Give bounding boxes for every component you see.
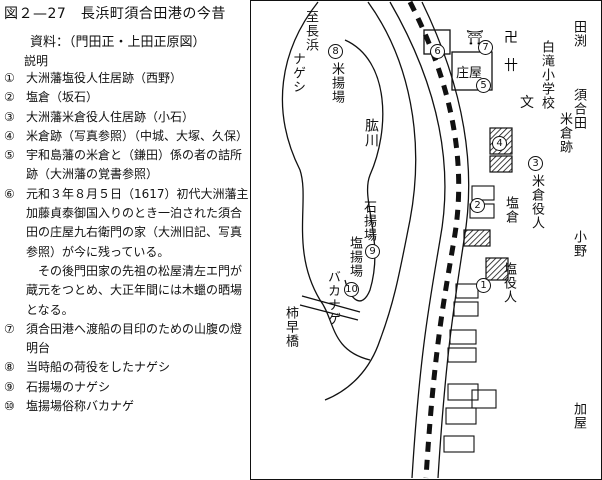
label-bridge: 柿早橋 (283, 306, 298, 348)
legend-list: ① 大洲藩塩役人住居跡（西野） ② 塩倉（坂石） ③ 大洲藩米倉役人住居跡（小石） ④… (4, 69, 250, 416)
place-tabuchi: 田渕 (571, 20, 586, 48)
label-salt-landing: 塩揚場 (347, 236, 362, 278)
legend-text: 須合田港へ渡船の目印のための山腹の燈明台 (26, 321, 243, 356)
legend-number: ① (4, 71, 15, 85)
label-rice-officials: 米倉役人 (529, 174, 544, 230)
legend-item: ④ 米倉跡（写真参照）（中城、大塚、久保） (4, 127, 250, 146)
marker-8: 8 (328, 44, 343, 59)
legend-number: ⑤ (4, 148, 15, 163)
river-west-bank (281, 1, 371, 361)
legend-number: ⑦ (4, 321, 15, 336)
marker-4: 4 (492, 136, 507, 151)
label-salt-officials: 塩役人 (501, 262, 516, 304)
legend-number: ② (4, 90, 15, 105)
legend-number: ⑩ (4, 399, 15, 414)
legend-number: ⑧ (4, 360, 15, 375)
legend-item: ⑦ 須合田港へ渡船の目印のための山腹の燈明台 (4, 320, 250, 359)
label-stone-landing: 石揚場 (361, 200, 376, 242)
legend-text: 元和３年８月５日（1617）初代大洲藩主加藤貞泰御国入りのとき一泊された須合田の… (26, 186, 249, 259)
harbor-map: ⛩ 卍 卄 (250, 0, 602, 480)
legend-number: ⑨ (4, 379, 15, 394)
explanation-header: 説明 (24, 54, 49, 68)
legend-continuation: その後門田家の先祖の松屋清左エ門が蔵元をつとめ、大正年間には木蠟の晒場となる。 (26, 263, 243, 317)
marker-6: 6 (430, 44, 445, 59)
legend-number: ⑥ (4, 186, 15, 201)
label-to-nagahama: 至長浜 (303, 10, 318, 52)
marker-7: 7 (478, 40, 493, 55)
marker-2: 2 (470, 198, 485, 213)
label-shoya: 庄屋 (456, 66, 483, 81)
marker-3: 3 (528, 156, 543, 171)
legend-item: ⑧ 当時船の荷役をしたナゲシ (4, 358, 250, 377)
salt-storehouse (463, 229, 491, 247)
railway-line (407, 0, 462, 479)
legend-text: 当時船の荷役をしたナゲシ (26, 360, 171, 375)
label-bunbun: 文 (520, 95, 534, 111)
legend-item: ⑤ 宇和島藩の米倉と（鎌田）係の者の詰所跡（大洲藩の覚書参照） (4, 146, 250, 185)
label-river: 肱川 (363, 118, 379, 148)
marker-1: 1 (476, 278, 491, 293)
legend-text: 米倉跡（写真参照）（中城、大塚、久保） (26, 128, 249, 143)
bridge (299, 295, 361, 321)
place-ono: 小野 (571, 230, 586, 258)
legend-item: ⑨ 石揚場のナゲシ (4, 378, 250, 397)
legend-number: ④ (4, 128, 15, 143)
label-rice-storage-site: 米倉跡 (557, 112, 572, 154)
place-kaya: 加屋 (571, 402, 586, 430)
building-row (443, 185, 497, 453)
house-shoya (451, 51, 493, 91)
road-west-edge (389, 1, 446, 479)
legend-item: ③ 大洲藩米倉役人住居跡（小石） (4, 108, 250, 127)
marker-9: 9 (365, 244, 380, 259)
legend-text: 塩揚場俗称バカナゲ (26, 399, 135, 414)
source-line: 資料：（門田正・上田正原図） (30, 35, 206, 50)
rice-storehouse-2 (489, 155, 513, 173)
label-bakanage: バカナゲ (325, 270, 340, 326)
legend-number: ③ (4, 109, 15, 124)
label-nageshi: ナゲシ (290, 52, 305, 94)
marker-5: 5 (476, 78, 491, 93)
legend-text: 大洲藩塩役人住居跡（西野） (26, 71, 183, 85)
legend-text: 塩倉（坂石） (26, 90, 99, 105)
legend-text: 大洲藩米倉役人住居跡（小石） (26, 109, 195, 124)
temple-symbol: 卍 (504, 30, 518, 46)
figure-title: 図２—27 長浜町須合田港の今昔 (4, 6, 226, 22)
label-salt-storage: 塩倉 (503, 196, 518, 224)
cross-symbol: 卄 (504, 58, 518, 74)
marker-10: 10 (344, 282, 359, 297)
legend-item: ② 塩倉（坂石） (4, 88, 250, 107)
salt-official-house (485, 257, 509, 281)
place-sugota: 須合田 (571, 88, 586, 130)
river-east-bank (324, 1, 417, 401)
river-island (344, 39, 384, 302)
legend-item: ① 大洲藩塩役人住居跡（西野） (4, 69, 250, 88)
label-rice-landing: 米揚場 (329, 62, 344, 104)
legend-item: ⑥ 元和３年８月５日（1617）初代大洲藩主加藤貞泰御国入りのとき一泊された須合田… (4, 185, 250, 262)
legend-text: 石揚場のナゲシ (26, 379, 111, 394)
legend-text: 宇和島藩の米倉と（鎌田）係の者の詰所跡（大洲藩の覚書参照） (26, 148, 243, 182)
label-school: 白滝小学校 (539, 40, 554, 110)
legend-item: ⑩ 塩揚場俗称バカナゲ (4, 397, 250, 416)
